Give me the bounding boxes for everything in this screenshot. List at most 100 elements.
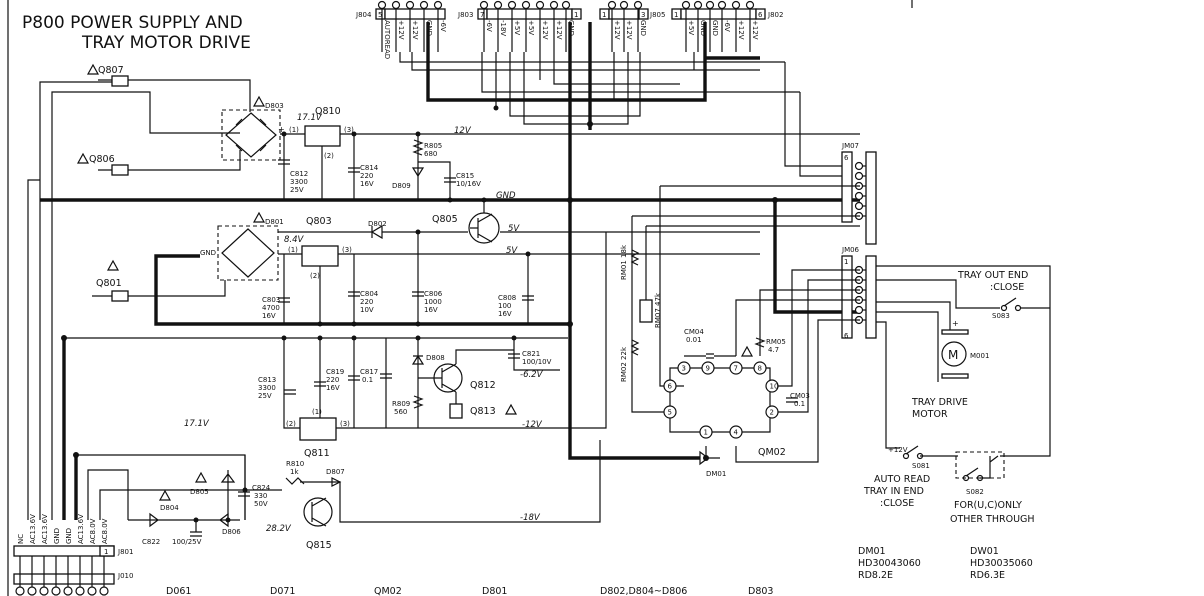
bottom-pin-circle [63,586,73,596]
outer-frame [7,0,913,596]
q801-body [111,290,129,302]
parts-dm01-label: DM01 [858,546,886,557]
q811-pin1: (1) [312,408,322,416]
d808-label: D808 [426,354,445,362]
header-pin-label: -18V [499,20,507,36]
d803-label: D803 [265,102,284,110]
qm02-pin-number: 4 [734,429,739,437]
footer-label-2: QM02 [374,586,402,596]
parts-dm01-rd: RD8.2E [858,570,893,581]
j805-label: J805 [649,11,665,19]
jm06-label: JM06 [841,246,860,254]
q813-caution-icon [504,403,518,415]
c817-label: C817 [360,368,378,376]
bottom-pin-circle [27,586,37,596]
q815-block: C824 330 50V R810 1k D807 Q815 28.2V -18… [128,440,601,551]
header-pin-circle [405,0,415,10]
j805-pin3: 3 [641,11,645,19]
tray-out-end-label: TRAY OUT END [957,270,1028,281]
header-pin-circle [377,0,387,10]
tray-in-close-label: :CLOSE [880,498,914,509]
voltage-17-1v-bottom: 17.1V [184,419,210,429]
bottom-pin-label: GND [53,528,61,544]
header-pin-label: +12V [625,20,633,40]
r809-label: R809 [392,400,410,408]
footer-labels: D061 D071 QM02 D801 D802,D804~D806 D803 [166,586,773,596]
c812-label: C812 [290,170,308,178]
footer-label-1: D071 [270,586,295,596]
qm02-pin-circle [701,361,715,375]
qm02-pin-number: 6 [668,383,673,391]
c808-value: 100 [498,302,511,310]
tray-out-close-label: :CLOSE [990,282,1024,293]
c803-voltage: 16V [262,312,276,320]
header-pin-label: +12V [751,20,759,40]
c822-label: C822 [142,538,160,546]
c808-voltage: 16V [498,310,512,318]
c817-value: 0.1 [362,376,373,384]
bottom-pin-label: AC13.6V [29,514,37,544]
q811-pin3: (3) [340,420,350,428]
header-pin-circle [731,0,741,10]
qm02-pin-circle [753,361,767,375]
c812-voltage: 25V [290,186,304,194]
qm02-pin-number: 8 [758,365,762,373]
jm07-pin-circle [854,171,864,181]
header-pin-circle [633,0,643,10]
header-pin-circle [693,0,703,10]
cm04-label: CM04 [684,328,704,336]
m001-motor-letter: M [948,348,958,362]
d802-label: D802 [368,220,387,228]
c804-voltage: 10V [360,306,374,314]
bridge-d803-plus: + [278,125,285,134]
auto-read-label: AUTO READ [874,474,930,485]
header-pin-circle [745,0,755,10]
jm07-label: JM07 [841,142,859,150]
d801-gnd-label: GND [200,249,216,257]
header-pin-label: -6V [485,20,493,32]
voltage-minus-18v: -18V [520,513,541,523]
header-pin-circle [717,0,727,10]
header-pin-circle [561,0,571,10]
s083-label: S083 [992,312,1010,320]
header-pin-circles [377,0,755,52]
d806-label: D806 [222,528,241,536]
j801-label: J801 [117,548,133,556]
q810-pin2: (2) [324,152,334,160]
j805-pin3-box [638,8,649,20]
q811-block: Q811 (2) (3) (1) 17.1V -12V C813 3300 25… [184,232,607,459]
header-pin-circle [419,0,429,10]
parts-dw01-rd: RD6.3E [970,570,1005,581]
header-pin-label: +5V [527,20,535,35]
c813-value: 3300 [258,384,276,392]
c806-label: C806 [424,290,443,298]
d801-label: D801 [265,218,284,226]
other-through-label: OTHER THROUGH [950,514,1035,525]
voltage-8-4v: 8.4V [284,235,305,245]
q801-caution-icon [106,259,120,271]
bridge-d803: - + D803 [219,95,285,161]
jm07-pin6: 6 [844,154,849,162]
parts-table: DM01 HD30043060 RD8.2E DW01 HD30035060 R… [858,546,1033,581]
header-pin-circle [705,0,715,10]
j804-pin5: 5 [378,11,382,19]
bottom-pin-circle [99,586,109,596]
c815-value: 10/16V [456,180,481,188]
header-pin-circle [521,0,531,10]
jm06-pin1: 1 [844,258,848,266]
qm02-label: QM02 [758,447,786,458]
parts-dw01-label: DW01 [970,546,999,557]
header-pin-circle [507,0,517,10]
tray-drive-label: TRAY DRIVE [911,397,968,408]
bottom-pin-label: AC13.6V [77,514,85,544]
c813-label: C813 [258,376,276,384]
header-pin-label: -6V [723,20,731,32]
tray-in-end-label: TRAY IN END [863,486,924,497]
footer-label-5: D803 [748,586,773,596]
q801-label: Q801 [96,278,122,289]
ac-feed-wiring [27,79,568,520]
q803-pin1: (1) [288,246,298,254]
c819-label: C819 [326,368,344,376]
c815-label: C815 [456,172,474,180]
